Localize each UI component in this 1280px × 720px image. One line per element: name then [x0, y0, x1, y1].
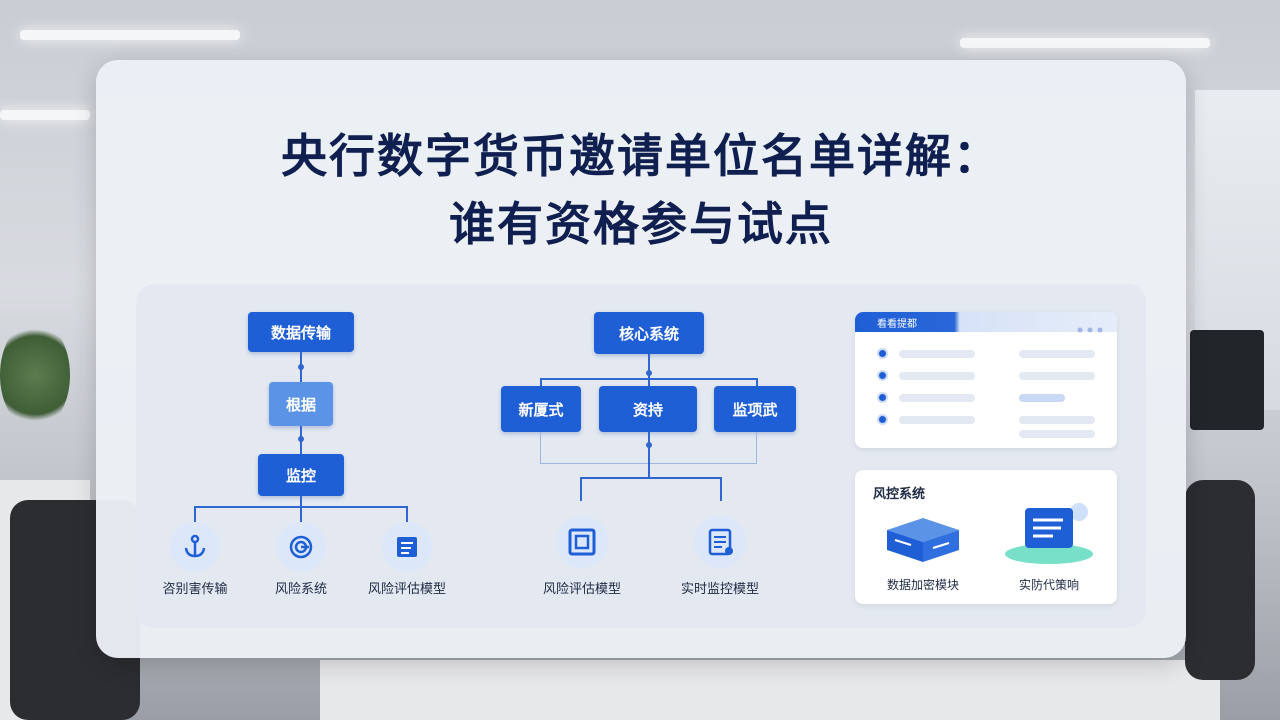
- background-monitor: [1190, 330, 1264, 430]
- connector-dot: [298, 364, 304, 370]
- icon-label: 实时监控模型: [680, 582, 759, 597]
- connector: [720, 477, 722, 501]
- framed-document-icon: [556, 516, 608, 568]
- report-icon: [694, 516, 746, 568]
- risk-item-label: 数据加密模块: [886, 578, 959, 592]
- connector-dot: [646, 370, 652, 376]
- node-basis: 根据: [269, 382, 333, 426]
- list-bullet-icon: [877, 392, 888, 403]
- server-box-icon: [881, 512, 965, 564]
- connector: [580, 477, 722, 479]
- placeholder-line: [1019, 430, 1095, 438]
- risk-control-panel: 风控系统 数据加密模块 实防代策响: [855, 470, 1117, 604]
- connector: [756, 378, 758, 388]
- node-support: 资持: [599, 386, 697, 432]
- node-monitor: 监控: [258, 454, 344, 496]
- spiral-icon: [276, 522, 326, 572]
- placeholder-line: [899, 372, 975, 380]
- infographic-card: 央行数字货币邀请单位名单详解： 谁有资格参与试点 数据传输 根据 监控 咨别害传…: [96, 60, 1186, 658]
- placeholder-line: [1019, 350, 1095, 358]
- background-chair: [1185, 480, 1255, 680]
- ceiling-light: [0, 110, 90, 120]
- connector: [194, 506, 196, 524]
- placeholder-line: [899, 350, 975, 358]
- background-plant: [0, 320, 70, 430]
- connector: [540, 378, 758, 380]
- icon-label: 风险系统: [274, 582, 327, 597]
- page-title-line1: 央行数字货币邀请单位名单详解：: [281, 129, 1001, 183]
- monitor-icon: [1001, 500, 1097, 566]
- icon-label: 风险评估模型: [367, 582, 446, 597]
- connector: [300, 496, 302, 508]
- connector: [540, 432, 541, 464]
- list-bullet-icon: [877, 370, 888, 381]
- window-panel: 看看提都: [855, 312, 1117, 448]
- icon-label: 风险评估模型: [542, 582, 621, 597]
- placeholder-line: [899, 394, 975, 402]
- ceiling-light: [960, 38, 1210, 48]
- list-bullet-icon: [877, 414, 888, 425]
- connector: [580, 477, 582, 501]
- background-desk: [320, 660, 1220, 720]
- node-data-transfer: 数据传输: [248, 312, 354, 352]
- node-supervision: 监项武: [714, 386, 796, 432]
- risk-item-label: 实防代策响: [1018, 578, 1079, 592]
- placeholder-line: [1019, 372, 1095, 380]
- window-titlebar: 看看提都: [855, 312, 1117, 333]
- list-bullet-icon: [877, 348, 888, 359]
- icon-label: 咨别害传输: [162, 582, 228, 597]
- risk-panel-title: 风控系统: [873, 487, 926, 502]
- placeholder-line: [1019, 416, 1095, 424]
- connector-dot: [646, 442, 652, 448]
- window-controls-icon: [1077, 318, 1107, 333]
- document-chart-icon: [382, 522, 432, 572]
- window-title: 看看提都: [877, 319, 917, 330]
- connector: [756, 432, 757, 464]
- node-new-mode: 新厦式: [501, 386, 581, 432]
- placeholder-line: [899, 416, 975, 424]
- connector: [540, 378, 542, 388]
- node-core-system: 核心系统: [594, 312, 704, 354]
- connector: [648, 432, 650, 478]
- ceiling-light: [20, 30, 240, 40]
- anchor-icon: [170, 522, 220, 572]
- placeholder-line: [1019, 394, 1065, 402]
- connector: [300, 506, 302, 524]
- connector: [406, 506, 408, 524]
- connector-dot: [298, 436, 304, 442]
- page-title-line2: 谁有资格参与试点: [449, 197, 833, 251]
